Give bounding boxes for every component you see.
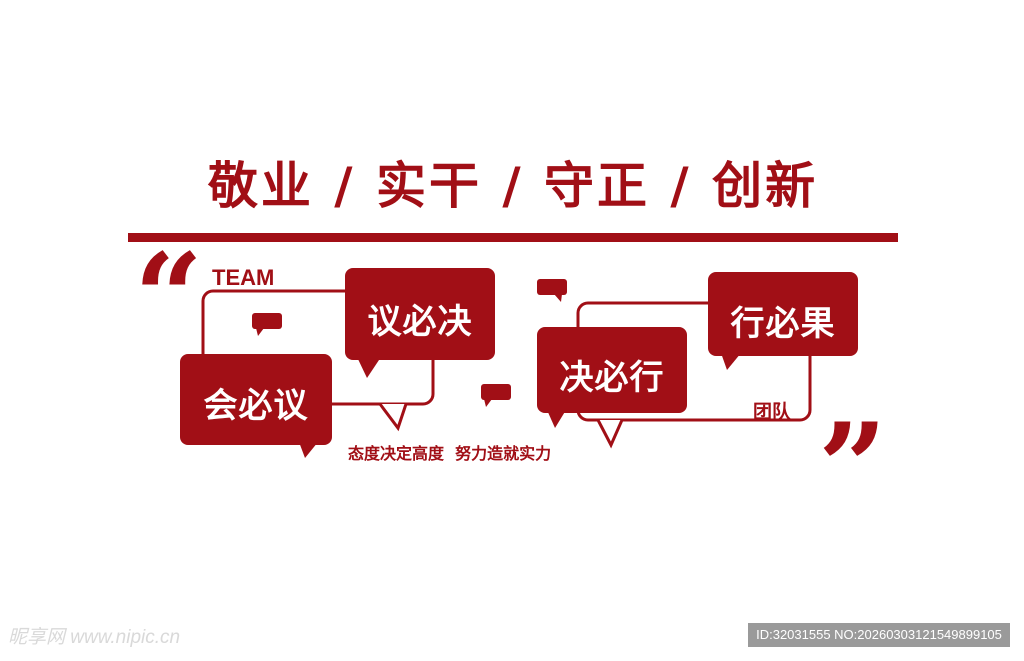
bubble-4-tail <box>721 353 741 370</box>
bubble-1-shape <box>345 268 495 360</box>
team-label: TEAM <box>212 265 275 290</box>
bubble-3-text: 决必行 <box>559 358 665 398</box>
title-divider <box>128 233 898 242</box>
bubble-1-text: 议必决 <box>367 302 473 342</box>
mini-bubble-2 <box>537 279 567 295</box>
outline-bubble-left-tail <box>378 403 408 432</box>
bubble-1-tail <box>357 357 381 378</box>
outline-bubble-right-tail <box>596 419 624 449</box>
bubble-3-shape <box>537 327 687 413</box>
id-watermark: ID:32031555 NO:20260303121549899105 <box>748 623 1010 647</box>
headline-title: 敬业 / 实干 / 守正 / 创新 <box>207 157 819 215</box>
bubble-2-shape <box>180 354 332 445</box>
bubble-2-tail <box>299 442 318 458</box>
mini-bubble-3 <box>481 384 511 400</box>
bubble-4-shape <box>708 272 858 356</box>
team-cn-label: 团队 <box>753 401 792 423</box>
mini-bubble-1 <box>252 313 282 329</box>
bubble-3-tail <box>547 410 566 428</box>
bubble-2-text: 会必议 <box>203 386 309 426</box>
bubble-4-text: 行必果 <box>730 304 836 344</box>
slogan-text: 态度决定高度 努力造就实力 <box>348 444 552 463</box>
close-quote-mark: ” <box>818 397 888 538</box>
open-quote-mark: “ <box>134 227 204 368</box>
site-watermark: 昵享网 www.nipic.cn <box>8 627 181 648</box>
